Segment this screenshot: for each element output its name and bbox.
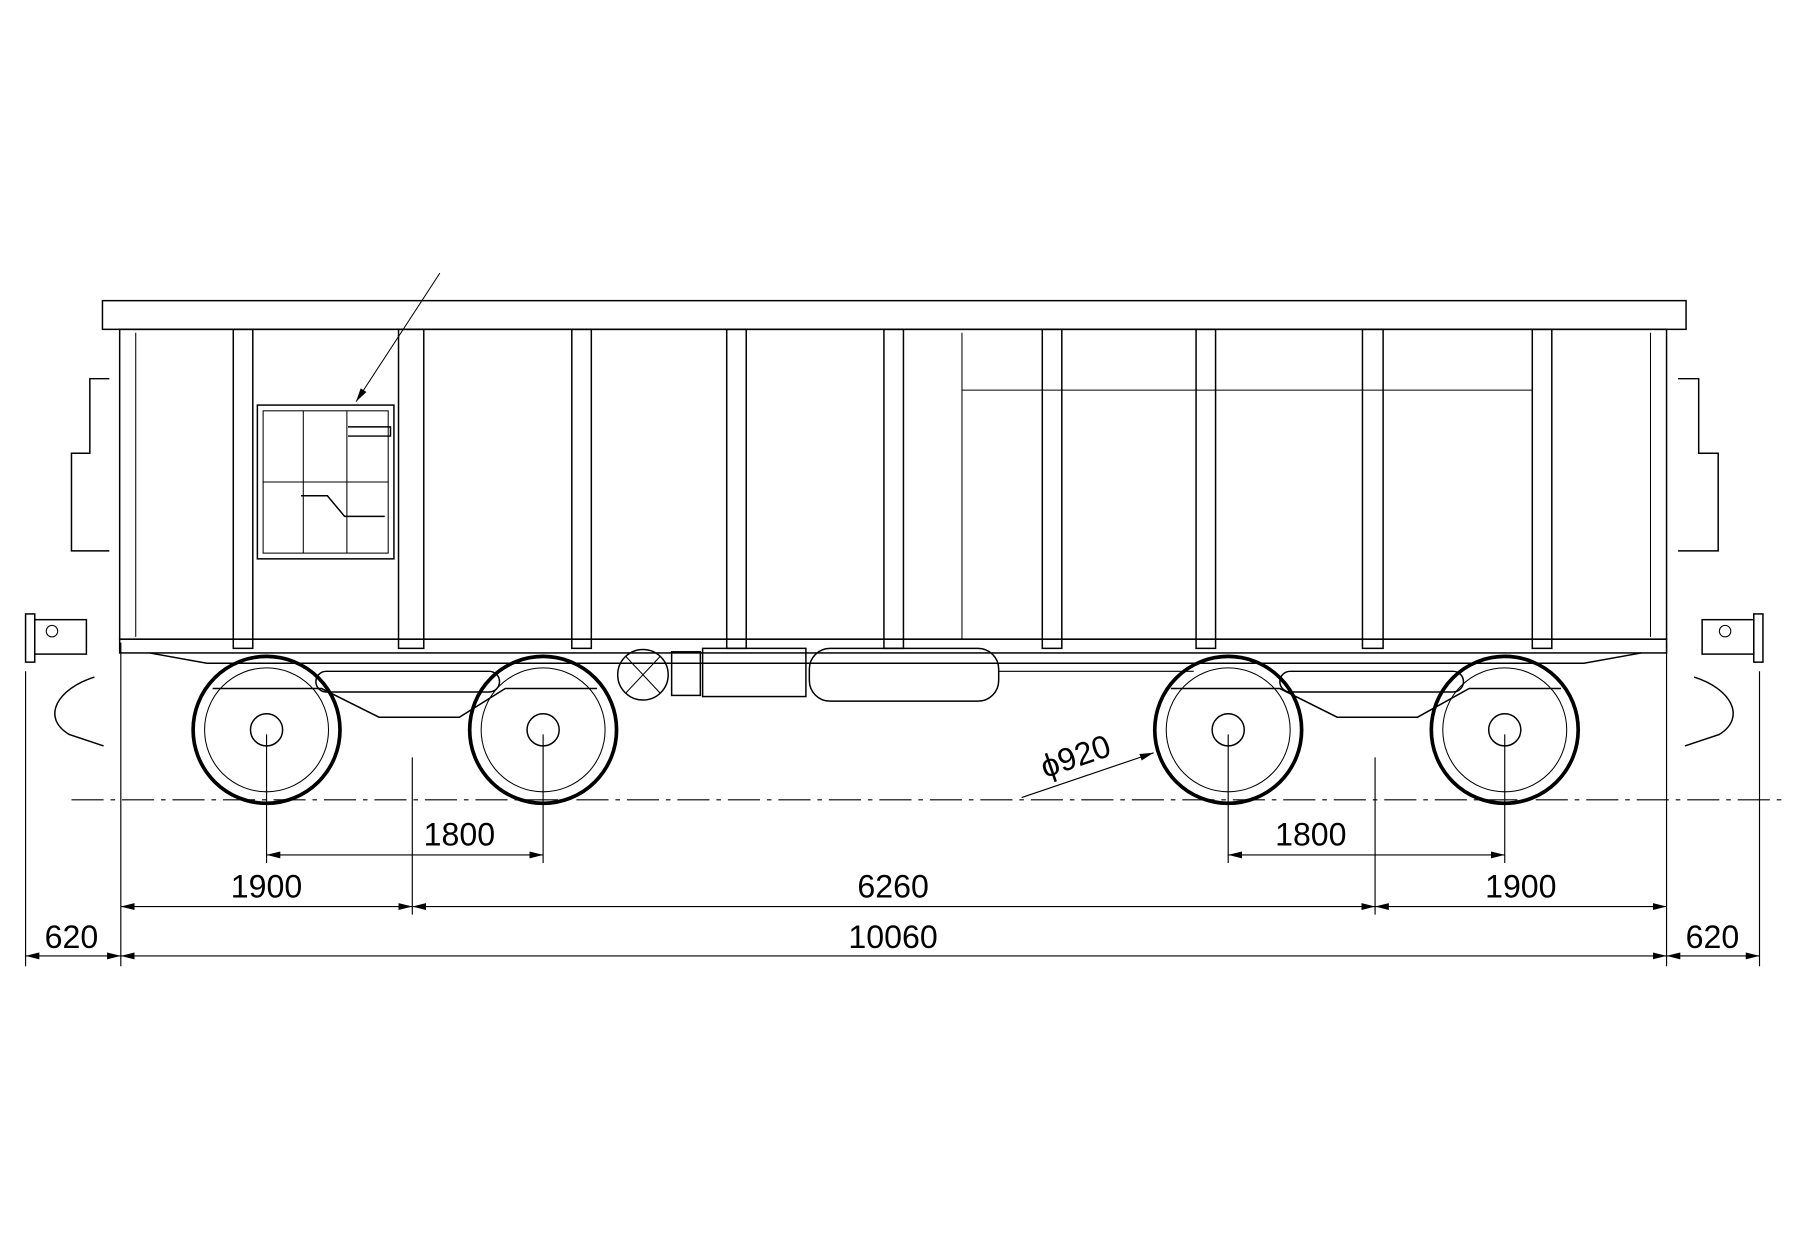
body-side	[118, 328, 1668, 640]
buffers	[24, 613, 1764, 747]
dimension-label: 6260	[857, 868, 928, 904]
dimension-label: 1800	[1275, 817, 1346, 853]
bogie-left	[212, 670, 598, 718]
dimension-label: 620	[1686, 919, 1740, 955]
dimension-end-to-bogie-left: 1900	[120, 868, 413, 910]
dimension-bogie-wheelbase-right: 1800	[1228, 817, 1505, 859]
dimension-label: 1900	[1485, 868, 1556, 904]
bogie-right	[1170, 670, 1561, 718]
dimension-label: 10060	[848, 919, 937, 955]
dimension-coupler-right: 620	[1666, 919, 1760, 960]
handbrake-wheel-icon	[616, 648, 669, 701]
dimension-length-over-ends: 10060	[120, 919, 1667, 960]
stakes	[232, 328, 1553, 650]
door-hatch	[256, 404, 395, 560]
leader-line	[355, 272, 441, 402]
wagon-body	[24, 272, 1764, 747]
dimension-bogie-centers: 6260	[412, 868, 1376, 910]
roof	[101, 299, 1687, 331]
underframe-sill	[118, 638, 1668, 654]
end-ladders	[70, 377, 1719, 552]
air-reservoir	[808, 647, 1000, 702]
wheels	[191, 654, 1581, 806]
dimension-label: 1800	[424, 817, 495, 853]
dimension-coupler-left: 620	[25, 919, 121, 960]
dimension-label: ϕ920	[1036, 727, 1115, 784]
dimension-wheel-diameter: ϕ920	[1021, 727, 1154, 799]
dimension-label: 620	[45, 919, 99, 955]
dimension-label: 1900	[231, 868, 302, 904]
dimension-end-to-bogie-right: 1900	[1375, 868, 1667, 910]
brake-equipment	[616, 647, 1194, 702]
dimension-bogie-wheelbase-left: 1800	[266, 817, 544, 859]
extension-lines	[25, 642, 1761, 967]
